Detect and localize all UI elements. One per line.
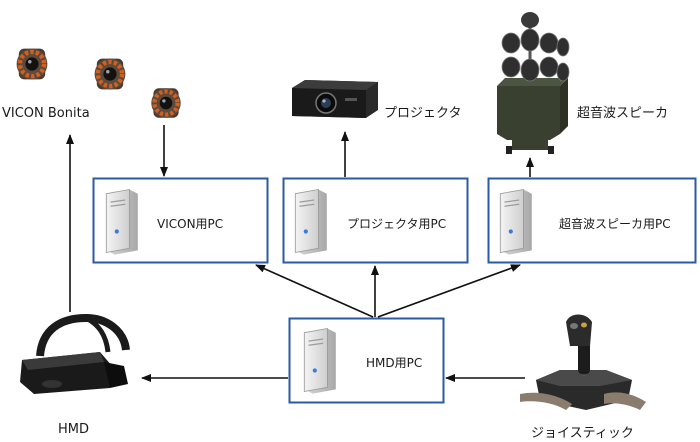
ultrasonic-speaker-icon [497, 12, 570, 154]
vicon-camera-icon [95, 59, 126, 90]
hmd-pc-icon [303, 327, 337, 395]
vicon-camera-icon [151, 88, 180, 117]
projector-pc-label: プロジェクタ用PC [347, 217, 447, 231]
joystick-icon [520, 314, 646, 410]
joystick-label: ジョイスティック [531, 426, 634, 441]
hmd-pc-label: HMD用PC [366, 356, 423, 370]
projector-icon [292, 80, 378, 118]
vicon-pc-label: VICON用PC [157, 217, 224, 231]
projector-pc-icon [294, 188, 328, 256]
vicon-pc-icon [105, 188, 139, 256]
vicon-camera-icon [17, 49, 48, 80]
hmd-label: HMD [58, 422, 90, 437]
vr-headset-icon [20, 313, 130, 394]
speaker-pc-icon [499, 188, 533, 256]
connection-arrows [66, 125, 534, 382]
projector-label: プロジェクタ [384, 106, 462, 121]
arrow-hmd-pc-to-vicon-pc [255, 264, 374, 318]
speaker-pc-label: 超音波スピーカ用PC [559, 217, 671, 231]
ultrasonic-speaker-label: 超音波スピーカ [577, 106, 669, 121]
arrow-hmd-pc-to-speaker-pc [377, 264, 521, 318]
vicon-camera-label: VICON Bonita [2, 106, 90, 121]
